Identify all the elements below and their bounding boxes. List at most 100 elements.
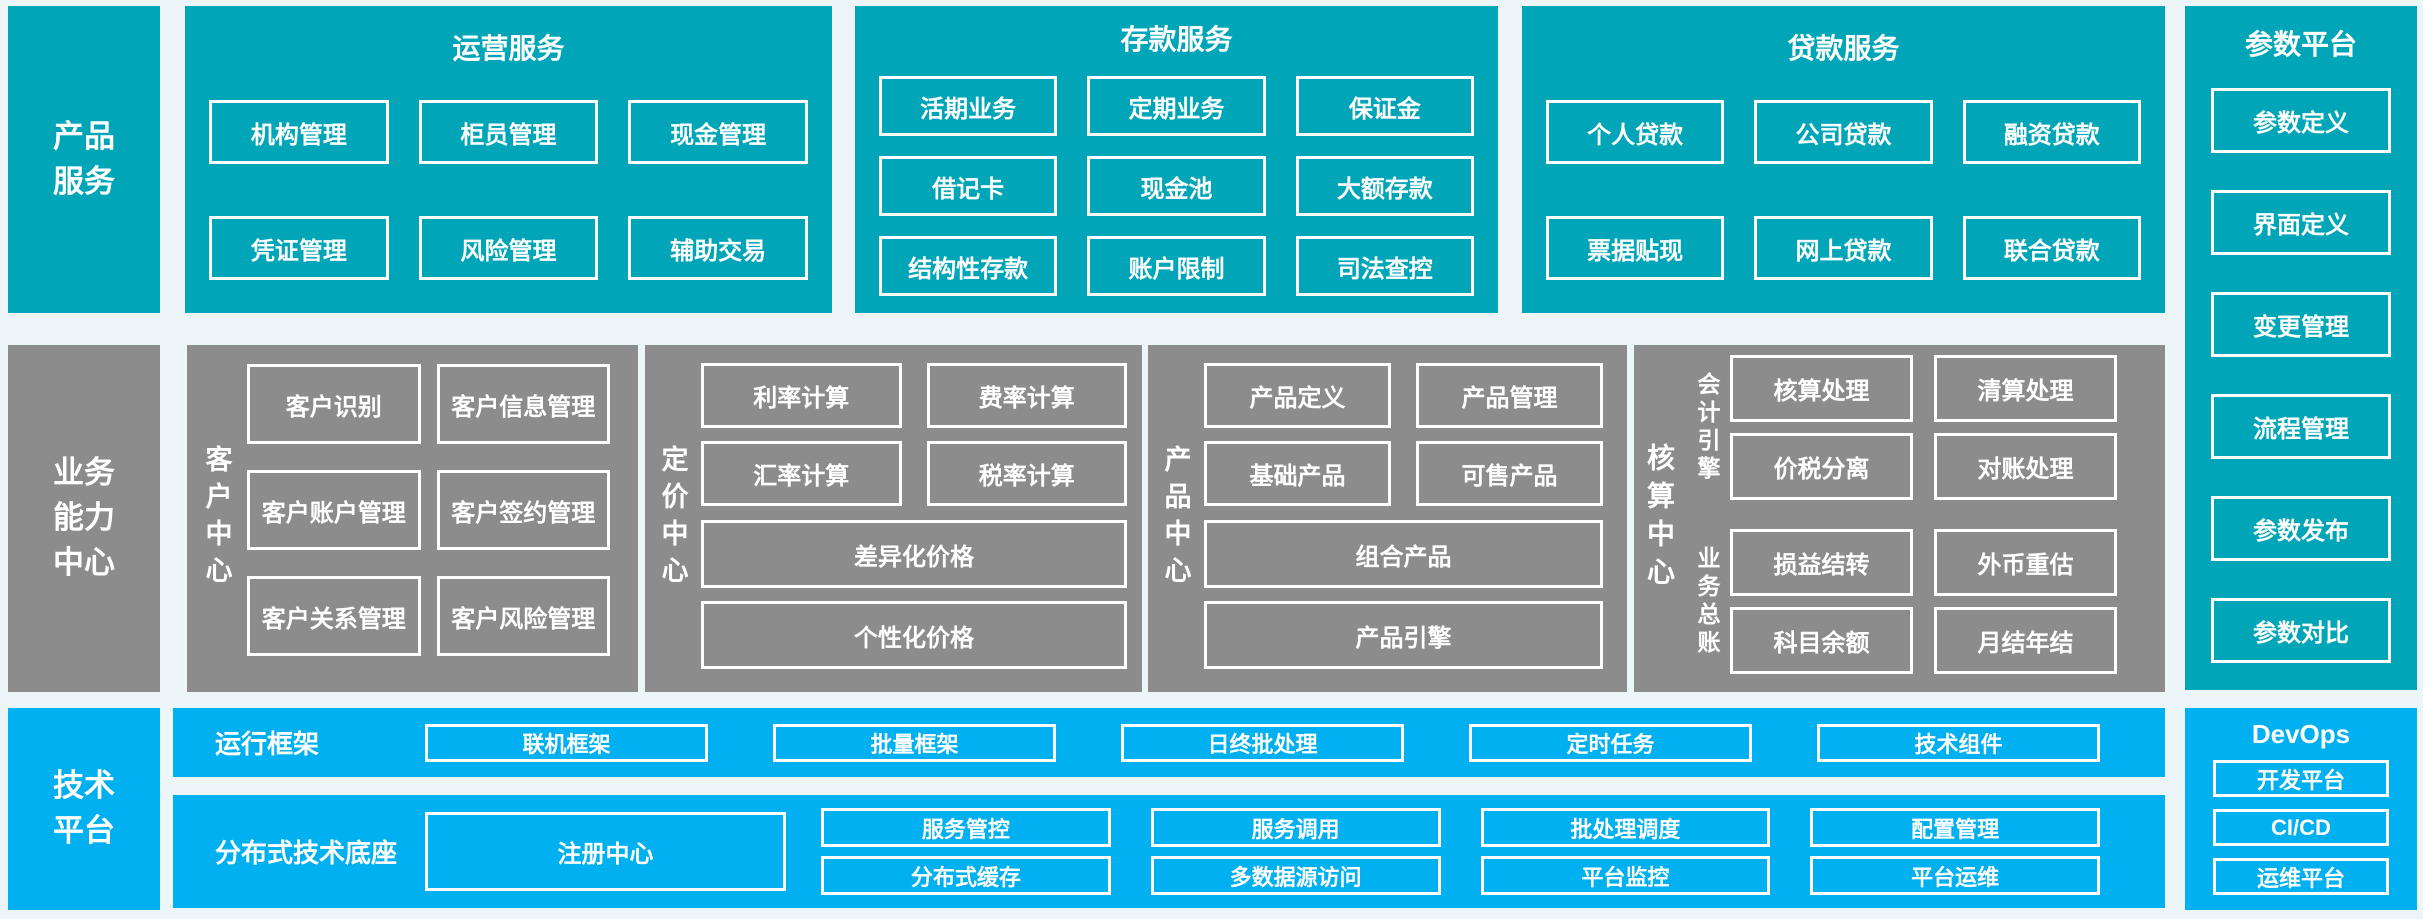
service-box: 公司贷款 [1754,100,1933,164]
section-title: 参数平台 [2244,29,2357,60]
service-box: 现金管理 [628,100,808,164]
capability-box: 产品管理 [1416,363,1603,428]
registry-center-box: 注册中心 [425,812,786,891]
capability-box: 基础产品 [1204,441,1391,506]
tech-box: 配置管理 [1810,808,2100,847]
capability-box: 价税分离 [1730,433,1913,500]
group-items: 产品定义产品管理基础产品可售产品 组合产品产品引擎 [1204,345,1627,692]
capability-box: 科目余额 [1730,607,1913,674]
capability-box: 可售产品 [1416,441,1603,506]
tech-box: 联机框架 [425,723,708,762]
section-operations-services: 运营服务 机构管理柜员管理现金管理凭证管理风险管理辅助交易 [185,6,832,313]
capability-box: 费率计算 [926,363,1127,428]
param-box: 变更管理 [2211,292,2391,357]
section-title: DevOps [2251,718,2351,749]
devops-box: CI/CD [2213,809,2389,846]
capability-box-wide: 产品引擎 [1204,601,1603,669]
group-customer-center: 客户中心 客户识别客户信息管理客户账户管理客户签约管理客户关系管理客户风险管理 [187,345,638,692]
service-box: 活期业务 [879,76,1058,136]
param-box: 参数对比 [2211,598,2391,663]
tech-box: 平台运维 [1810,856,2100,895]
row-label-tech-platform: 技术 平台 [8,708,160,910]
group-pricing-center: 定价中心 利率计算费率计算汇率计算税率计算 差异化价格个性化价格 [645,345,1142,692]
section-items: 开发平台 CI/CD 运维平台 [2185,760,2417,895]
row-label-text: 技术 平台 [53,768,115,848]
capability-box: 税率计算 [926,441,1127,506]
group-label: 客户中心 [201,444,232,593]
capability-box: 核算处理 [1730,355,1913,422]
capability-box: 汇率计算 [701,441,902,506]
subgroup-label: 会计引擎 [1694,371,1720,484]
service-box: 机构管理 [209,100,389,164]
service-box: 大额存款 [1295,156,1474,216]
subgroup-business-ledger: 业务总账 损益结转外币重估科目余额月结年结 [1684,529,2117,674]
capability-box: 客户账户管理 [247,470,421,550]
param-box: 参数定义 [2211,88,2391,153]
capability-box: 损益结转 [1730,529,1913,596]
row-label-product-services: 产品 服务 [8,6,160,313]
service-box: 辅助交易 [628,216,808,280]
tech-box: 多数据源访问 [1150,856,1441,895]
service-box: 司法查控 [1295,236,1474,296]
capability-box: 客户信息管理 [436,364,610,444]
section-param-platform: 参数平台 参数定义界面定义变更管理流程管理参数发布参数对比 [2185,6,2417,690]
tech-box: 定时任务 [1469,723,1752,762]
row-label-text: 产品 服务 [53,118,115,199]
group-label: 产品中心 [1160,444,1191,593]
section-title: 贷款服务 [1787,33,1900,64]
service-box: 个人贷款 [1546,100,1725,164]
service-box: 票据贴现 [1546,216,1725,280]
section-devops: DevOps 开发平台 CI/CD 运维平台 [2185,708,2417,910]
param-box: 界面定义 [2211,190,2391,255]
service-box: 账户限制 [1087,236,1266,296]
section-deposit-services: 存款服务 活期业务定期业务保证金借记卡现金池大额存款结构性存款账户限制司法查控 [855,6,1498,313]
tech-box: 服务调用 [1150,808,1441,847]
band-distributed-base: 分布式技术底座 注册中心 服务管控服务调用批处理调度配置管理分布式缓存多数据源访… [173,795,2165,908]
service-box: 柜员管理 [418,100,599,164]
tech-box: 日终批处理 [1121,723,1404,762]
capability-box: 清算处理 [1934,355,2117,422]
section-title: 运营服务 [452,33,565,64]
capability-box: 对账处理 [1934,433,2117,500]
band-label: 运行框架 [215,729,320,759]
section-items: 参数定义界面定义变更管理流程管理参数发布参数对比 [2185,80,2417,663]
service-box: 网上贷款 [1754,216,1933,280]
capability-box: 客户签约管理 [436,470,610,550]
capability-box: 客户风险管理 [436,576,610,656]
capability-box-wide: 差异化价格 [701,520,1127,588]
tech-box: 分布式缓存 [821,856,1111,895]
service-box: 借记卡 [879,156,1058,216]
capability-box: 外币重估 [1934,529,2117,596]
group-label: 核算中心 [1644,442,1675,595]
capability-box: 产品定义 [1204,363,1391,428]
service-box: 定期业务 [1087,76,1266,136]
group-items: 客户识别客户信息管理客户账户管理客户签约管理客户关系管理客户风险管理 [247,345,638,692]
capability-box: 利率计算 [701,363,902,428]
tech-box: 批处理调度 [1480,808,1771,847]
band-label: 分布式技术底座 [215,838,398,868]
group-subgroups: 会计引擎 核算处理清算处理价税分离对账处理 业务总账 损益结转外币重估科目余额月… [1684,345,2165,692]
row-label-business-capability: 业务 能力 中心 [8,345,160,692]
capability-box-wide: 个性化价格 [701,601,1127,669]
subgroup-accounting-engine: 会计引擎 核算处理清算处理价税分离对账处理 [1684,355,2117,500]
devops-box: 运维平台 [2213,858,2389,895]
param-box: 流程管理 [2211,394,2391,459]
capability-box: 客户关系管理 [247,576,421,656]
service-box: 现金池 [1087,156,1266,216]
service-box: 结构性存款 [879,236,1058,296]
group-product-center: 产品中心 产品定义产品管理基础产品可售产品 组合产品产品引擎 [1148,345,1627,692]
tech-box: 服务管控 [821,808,1111,847]
service-box: 风险管理 [418,216,599,280]
section-loan-services: 贷款服务 个人贷款公司贷款融资贷款票据贴现网上贷款联合贷款 [1522,6,2165,313]
tech-box: 平台监控 [1480,856,1771,895]
band-items: 联机框架批量框架日终批处理定时任务技术组件 [425,723,2165,762]
service-box: 融资贷款 [1962,100,2141,164]
service-box: 凭证管理 [209,216,389,280]
row-label-text: 业务 能力 中心 [53,455,115,580]
group-label: 定价中心 [657,444,688,593]
capability-box: 月结年结 [1934,607,2117,674]
band-runtime-framework: 运行框架 联机框架批量框架日终批处理定时任务技术组件 [173,708,2165,777]
devops-box: 开发平台 [2213,760,2389,797]
section-title: 存款服务 [1120,24,1233,55]
